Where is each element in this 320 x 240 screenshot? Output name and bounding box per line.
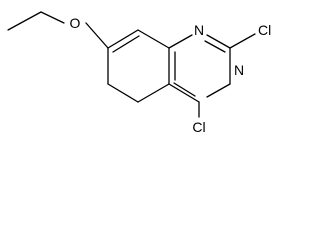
bond-ch2-o <box>40 11 65 24</box>
bond-n1-c2 <box>206 34 231 49</box>
atom-label-nitrogen-1: N <box>194 22 204 38</box>
bond-c7-c8-double <box>107 29 139 49</box>
bond-c8a-n1 <box>168 34 193 49</box>
bond-c8-c8a <box>137 29 170 49</box>
bond-o-c7 <box>85 22 109 49</box>
atom-label-nitrogen-3: N <box>234 62 244 78</box>
atom-label-chlorine-4: Cl <box>192 119 205 135</box>
bond-ch3-ch2 <box>7 11 42 31</box>
bond-c7-c8-double-inner <box>112 35 140 53</box>
bond-n3-c4 <box>206 83 231 98</box>
atom-label-chlorine-2: Cl <box>258 22 271 38</box>
bond-n1-c2-inner <box>204 40 226 53</box>
bond-c2-cl <box>229 33 256 49</box>
bond-c5-c4a <box>137 83 170 103</box>
chemical-structure-diagram: O N N Cl Cl <box>7 11 271 135</box>
bond-c6-c5 <box>107 83 139 103</box>
bond-c4-c4a <box>168 83 200 103</box>
atom-label-oxygen: O <box>70 15 81 31</box>
bond-c4-c4a-inner <box>173 82 196 97</box>
